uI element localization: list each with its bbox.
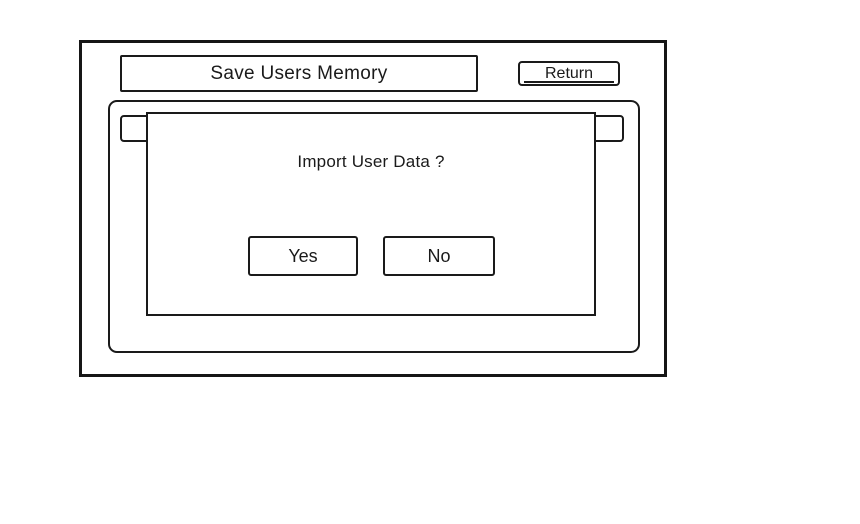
page-title-label: Save Users Memory bbox=[210, 62, 388, 84]
no-button-label: No bbox=[427, 245, 451, 266]
dialog-prompt: Import User Data ? bbox=[297, 152, 445, 171]
yes-button[interactable]: Yes bbox=[248, 236, 358, 276]
page-title: Save Users Memory bbox=[120, 55, 478, 92]
window-frame: Save Users Memory Return Import User Dat… bbox=[79, 40, 667, 377]
import-dialog: Import User Data ? Yes No bbox=[146, 112, 596, 316]
no-button[interactable]: No bbox=[383, 236, 495, 276]
return-button[interactable]: Return bbox=[518, 61, 620, 86]
content-panel: Import User Data ? Yes No bbox=[108, 100, 640, 353]
return-button-label: Return bbox=[544, 64, 594, 82]
yes-button-label: Yes bbox=[288, 245, 318, 266]
return-underline bbox=[524, 81, 614, 83]
